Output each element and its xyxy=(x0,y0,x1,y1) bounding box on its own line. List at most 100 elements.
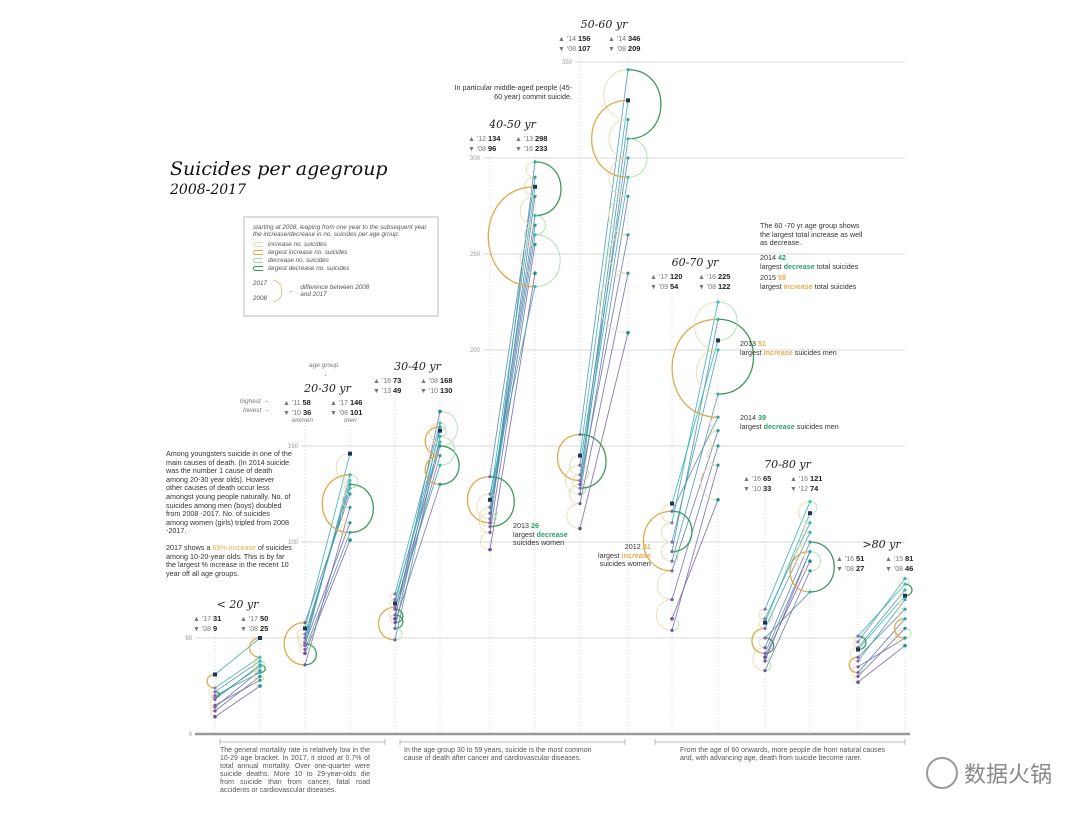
year: '16 xyxy=(844,556,854,563)
year-connector-line xyxy=(764,591,811,639)
year-change-arc xyxy=(661,541,673,562)
year-change-arc xyxy=(467,476,491,524)
year-change-arc xyxy=(599,272,629,334)
data-point xyxy=(763,617,767,621)
data-point xyxy=(258,670,262,675)
data-point xyxy=(716,463,720,467)
year-change-arc xyxy=(671,318,719,418)
year-connector-line xyxy=(764,561,811,658)
year-change-arc xyxy=(897,578,906,591)
point-2017 xyxy=(763,620,767,625)
point-2017 xyxy=(348,451,352,456)
year-change-arc xyxy=(439,411,458,447)
highlight-increase: 69% increase xyxy=(212,542,256,552)
year-change-arc xyxy=(590,99,629,178)
year-connector-line xyxy=(671,417,719,512)
year-connector-line xyxy=(579,69,629,435)
year-change-arc xyxy=(378,606,396,641)
legend-item: decrease no. suicides xyxy=(253,257,429,264)
youth-note-text: Among youngsters suicide in one of the m… xyxy=(166,449,292,536)
legend-arc-icon xyxy=(273,280,283,302)
chart-subtitle: 2008-2017 xyxy=(170,182,246,198)
year-connector-line xyxy=(394,411,441,619)
footer-middle: In the age group 30 to 59 years, suicide… xyxy=(404,747,592,762)
year-connector-line xyxy=(764,501,811,610)
legend-year-top: 2017 xyxy=(253,280,268,287)
year-change-arc xyxy=(700,464,719,501)
year-change-arc xyxy=(283,621,306,666)
year-connector-line xyxy=(214,660,261,693)
year-change-arc xyxy=(579,433,607,489)
year: '08 xyxy=(616,46,626,53)
data-point xyxy=(348,530,352,535)
data-point xyxy=(808,530,812,535)
year: '14 xyxy=(566,36,576,43)
group-title: 40-50 yr xyxy=(489,118,536,131)
data-point xyxy=(903,636,907,640)
year-change-arc xyxy=(569,455,581,476)
year: 2015 xyxy=(760,273,776,282)
year-connector-line xyxy=(857,589,906,648)
highest-value: 58 xyxy=(302,398,311,407)
lowest-value: 122 xyxy=(717,282,731,291)
year-connector-line xyxy=(764,513,811,623)
data-point xyxy=(488,505,492,510)
data-point xyxy=(808,540,812,544)
year-connector-line xyxy=(394,465,441,608)
data-point xyxy=(716,444,720,448)
data-point xyxy=(578,478,582,483)
data-point xyxy=(488,517,492,521)
year-change-arc xyxy=(565,464,581,495)
year-change-arc xyxy=(429,422,441,443)
footer-left: The general mortality rate is relatively… xyxy=(220,747,370,794)
year-connector-line xyxy=(764,532,811,629)
lowest-label: lowest → xyxy=(243,407,270,414)
total-2014-note: 2014 42 largest decrease total suicides xyxy=(760,253,859,271)
data-point xyxy=(303,647,307,652)
women-2012-note: 2012 31 largest increase suicides women xyxy=(598,542,651,569)
year-change-arc xyxy=(707,445,719,466)
year-change-arc xyxy=(427,441,441,466)
highlight-increase: increase xyxy=(763,347,793,357)
year-change-arc xyxy=(524,224,536,245)
year-connector-line xyxy=(304,480,351,642)
year-change-arc xyxy=(304,637,313,650)
year: '09 xyxy=(658,284,668,291)
data-point xyxy=(808,550,812,554)
year-connector-line xyxy=(394,430,441,604)
year-connector-line xyxy=(214,637,261,675)
y-tick-label: 200 xyxy=(470,348,481,354)
lowest-value: 54 xyxy=(669,282,679,291)
year-change-arc xyxy=(758,608,766,620)
data-point xyxy=(856,655,860,659)
year: '10 xyxy=(751,486,761,493)
year-change-arc xyxy=(439,445,460,486)
lowest-value: 9 xyxy=(212,624,218,633)
year-change-arc xyxy=(809,501,818,514)
year-connector-line xyxy=(489,177,536,477)
data-point xyxy=(303,640,307,644)
year-change-arc xyxy=(696,349,719,395)
data-point xyxy=(303,621,307,625)
point-2017 xyxy=(578,453,582,458)
text: total suicides xyxy=(814,261,859,271)
year: '16 xyxy=(751,476,761,483)
lowest-value: 74 xyxy=(809,484,819,493)
highlight-decrease: decrease xyxy=(763,421,795,431)
data-point xyxy=(578,492,582,496)
year-change-arc xyxy=(671,551,679,562)
year-change-arc xyxy=(627,138,648,178)
highlight-increase: increase xyxy=(621,550,651,560)
lowest-value: 209 xyxy=(627,44,641,53)
year-change-arc xyxy=(349,474,359,489)
group-title: 20-30 yr xyxy=(304,382,351,395)
year-connector-line xyxy=(579,119,629,481)
highest-value: 168 xyxy=(439,376,453,385)
data-point xyxy=(393,598,397,602)
women-label: women xyxy=(292,417,313,424)
data-point xyxy=(716,392,720,396)
year-change-arc xyxy=(608,157,629,197)
year-connector-line xyxy=(489,273,536,550)
data-point xyxy=(488,521,492,525)
year-connector-line xyxy=(764,570,811,671)
